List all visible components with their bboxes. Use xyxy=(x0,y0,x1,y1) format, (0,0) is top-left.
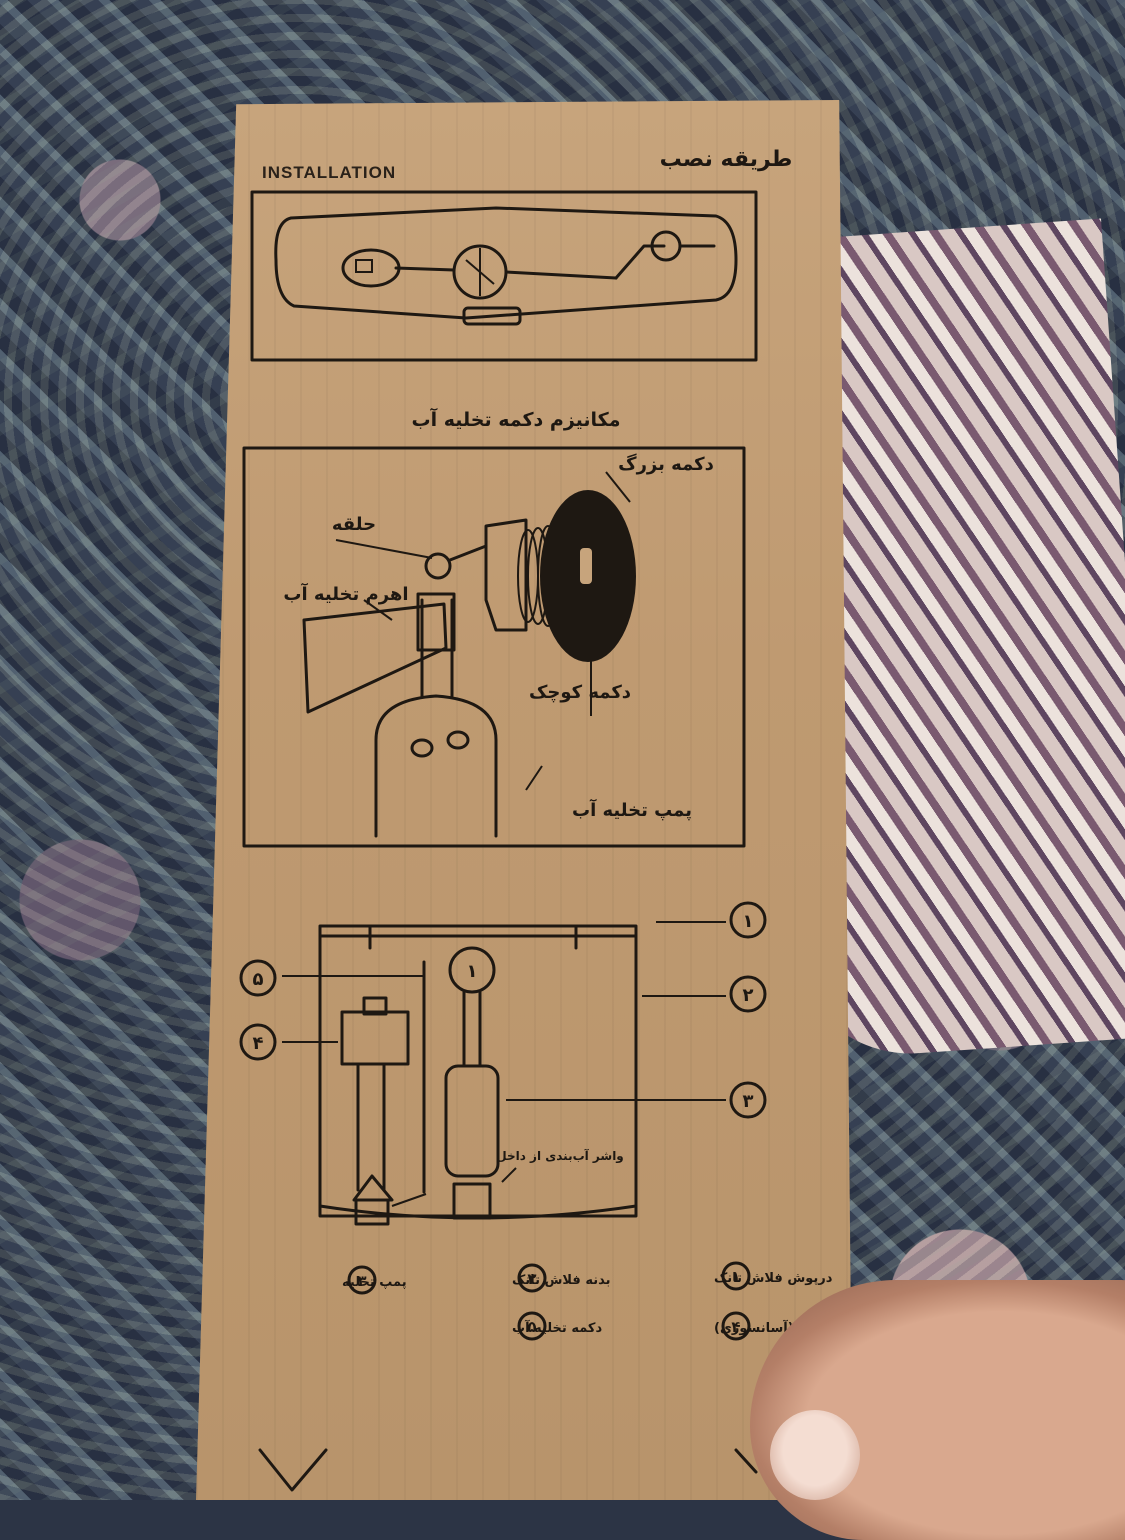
legend-text-5: دکمه تخلیه آب xyxy=(512,1319,602,1336)
label-small-button: دکمه کوچک xyxy=(529,682,631,703)
label-ring: حلقه xyxy=(332,514,376,535)
seal-note: واشر آب‌بندی از داخل xyxy=(496,1148,624,1164)
legend-num-3: ۳ xyxy=(357,1272,366,1290)
legend-num-4: ۴ xyxy=(731,1318,740,1336)
mechanism-title: مکانیزم دکمه تخلیه آب xyxy=(412,407,621,431)
legend-text-1: درپوش فلاش تانک xyxy=(714,1271,833,1286)
flush-mechanism-diagram xyxy=(242,446,746,848)
legend-num-2: ۲ xyxy=(527,1270,536,1288)
fold-mark-left xyxy=(258,1448,328,1492)
callout-3: ۳ xyxy=(743,1091,754,1112)
cardboard-box: INSTALLATION طریقه نصب مکانیزم دکمه تخلی… xyxy=(196,100,853,1500)
callout-4: ۴ xyxy=(253,1033,264,1054)
thumb xyxy=(770,1410,860,1500)
callout-2: ۲ xyxy=(743,985,754,1006)
legend-num-5: ۵ xyxy=(527,1318,536,1336)
legend-text-3: پمپ تخلیه xyxy=(342,1275,407,1290)
callout-1: ۱ xyxy=(743,911,754,932)
tank-top-view xyxy=(250,190,758,362)
label-flush-pump: پمپ تخلیه آب xyxy=(572,798,692,821)
legend-text-2: بدنه فلاش تانک xyxy=(512,1273,610,1288)
parts-legend: ۱ درپوش فلاش تانک ۲ بدنه فلاش تانک ۳ پمپ… xyxy=(342,1261,833,1341)
heading-installation-fa: طریقه نصب xyxy=(660,147,793,172)
button-number: ۱ xyxy=(467,961,478,982)
box-print: INSTALLATION طریقه نصب مکانیزم دکمه تخلی… xyxy=(239,147,833,1492)
heading-installation: INSTALLATION xyxy=(262,163,396,182)
callout-5: ۵ xyxy=(253,969,264,990)
legend-num-1: ۱ xyxy=(731,1268,740,1286)
fold-mark-right xyxy=(734,1448,758,1474)
label-large-button: دکمه بزرگ xyxy=(618,453,714,475)
tank-section-diagram xyxy=(282,921,726,1226)
label-flush-lever: اهرم تخلیه آب xyxy=(283,582,408,605)
